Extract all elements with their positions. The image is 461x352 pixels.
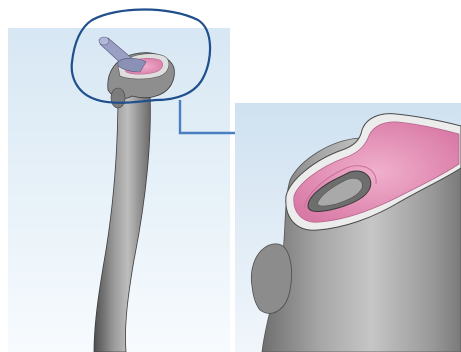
figure-canvas	[0, 0, 461, 352]
